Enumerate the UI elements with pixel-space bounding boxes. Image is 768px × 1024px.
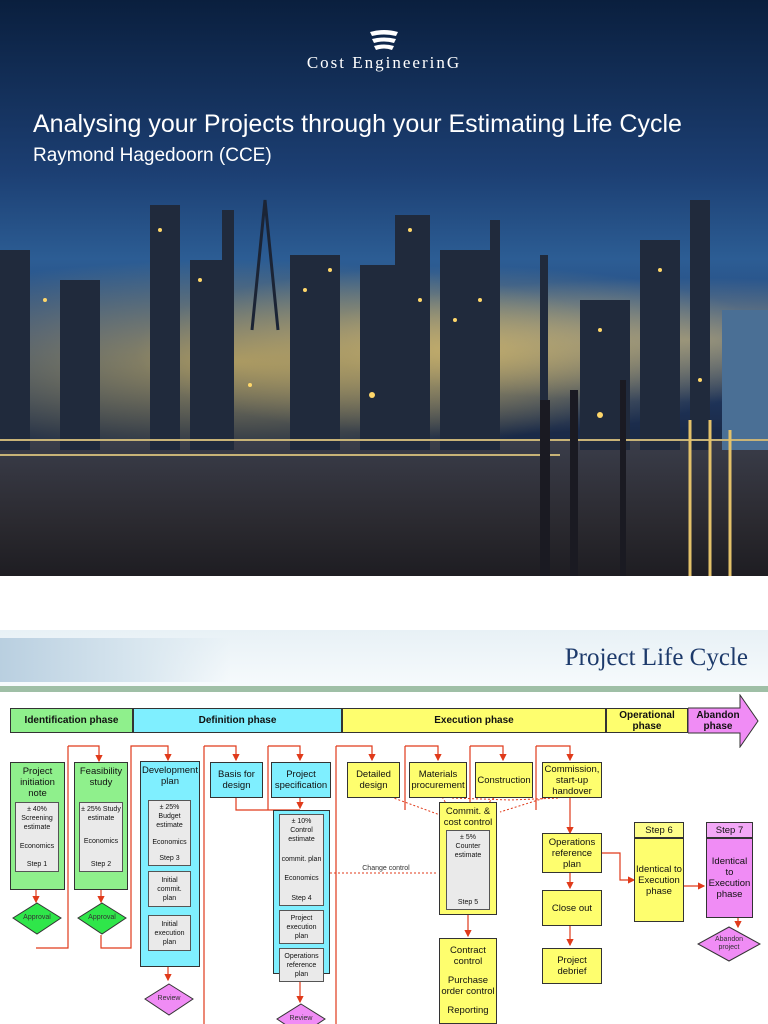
study-estimate: ± 25% Study estimate Economics Step 2 (79, 802, 123, 872)
project-life-cycle-slide: Project Life Cycle (0, 630, 768, 1024)
step-label: Step 1 (26, 861, 48, 868)
box-title: Commission, start-up handover (544, 763, 600, 797)
estimate-label: ± 10% Control estimate (288, 818, 315, 843)
reporting-label: Reporting (447, 1005, 489, 1016)
review-diamond-2 (276, 1003, 326, 1024)
abandon-box: Identical to Execution phase (706, 838, 753, 918)
cost-engineering-logo-icon (370, 30, 398, 50)
header-photo (0, 638, 230, 682)
phase-identification: Identification phase (10, 708, 133, 733)
basis-for-design-box: Basis for design (210, 762, 263, 798)
box-title: Feasibility study (79, 766, 123, 788)
slide-title: Analysing your Projects through your Est… (33, 110, 682, 138)
detailed-design-box: Detailed design (347, 762, 400, 798)
step-label: Step 3 (159, 855, 180, 862)
operations-reference-plan-box: Operations reference plan (542, 833, 602, 873)
operations-reference-plan-def: Operations reference plan (279, 948, 324, 982)
economics-label: Economics (19, 842, 55, 850)
contract-title: Contract control (450, 945, 486, 967)
estimate-label: ± 25% Study estimate (81, 806, 121, 822)
materials-procurement-box: Materials procurement (409, 762, 467, 798)
approval-diamond-2 (77, 902, 127, 935)
project-execution-plan: Project execution plan (279, 910, 324, 944)
phase-definition: Definition phase (133, 708, 342, 733)
box-title: Construction (477, 774, 531, 786)
refinery-ground (0, 440, 768, 576)
phase-abandon-arrow-icon (688, 694, 759, 748)
estimate-label: ± 5% Counter estimate (454, 834, 482, 859)
change-control-label: Change control (362, 865, 410, 872)
review-label-1: Review (157, 995, 181, 1002)
commission-box: Commission, start-up handover (542, 762, 602, 798)
estimate-label: ± 25% Budget estimate (156, 804, 183, 829)
commit-plan-label: commit. plan (281, 855, 322, 863)
step7-label-box: Step 7 (706, 822, 753, 838)
box-title: Detailed design (356, 769, 391, 791)
economics-label: Economics (152, 838, 187, 846)
purchase-order-label: Purchase order control (441, 975, 495, 997)
logo-text: Cost EngineerinG (306, 53, 462, 72)
approval-label-2: Approval (88, 914, 116, 921)
project-debrief-box: Project debrief (542, 948, 602, 984)
approval-diamond-1 (12, 902, 62, 935)
phase-operational: Operational phase (606, 708, 688, 733)
refinery-illustration (0, 199, 768, 576)
phase-execution: Execution phase (342, 708, 606, 733)
economics-label: Economics (83, 838, 119, 845)
control-estimate: ± 10% Control estimate commit. plan Econ… (279, 814, 324, 906)
box-title: Development plan (142, 765, 198, 787)
box-title: Project specification (274, 769, 328, 791)
estimate-label: ± 40% Screening estimate (21, 806, 53, 831)
box-title: Basis for design (218, 769, 255, 791)
phase-abandon: Abandon phase (696, 709, 740, 732)
operational-box: Identical to Execution phase (634, 838, 684, 922)
box-title: Materials procurement (411, 769, 465, 791)
box-title: Commit. & cost control (443, 806, 493, 828)
construction-box: Construction (475, 762, 533, 798)
counter-estimate: ± 5% Counter estimate Step 5 (446, 830, 490, 910)
abandon-project-label: Abandon project (714, 936, 744, 951)
box-title: Operations reference plan (548, 836, 596, 870)
box-text: Identical to Execution phase (708, 856, 751, 900)
box-title: Project debrief (557, 955, 587, 977)
step-label: Step 6 (645, 824, 673, 836)
box-text: Identical to Execution phase (636, 863, 682, 897)
title-slide: Cost EngineerinG Analysing your Projects… (0, 0, 768, 576)
project-specification-box: Project specification (271, 762, 331, 798)
initial-commit-plan: Initial commit. plan (148, 871, 191, 907)
step6-label-box: Step 6 (634, 822, 684, 838)
abandon-project-diamond (697, 926, 761, 962)
review-label-2: Review (289, 1015, 313, 1022)
slide-title: Project Life Cycle (564, 644, 748, 671)
header-rule (0, 686, 768, 692)
economics-label: Economics (284, 875, 319, 883)
presenter-name: Raymond Hagedoorn (CCE) (33, 145, 272, 166)
step-label: Step 2 (90, 861, 112, 868)
step-label: Step 7 (715, 824, 744, 836)
step-label: Step 5 (457, 899, 479, 906)
review-diamond-1 (144, 983, 194, 1016)
budget-estimate: ± 25% Budget estimate Economics Step 3 (148, 800, 191, 866)
screening-estimate: ± 40% Screening estimate Economics Step … (15, 802, 59, 872)
step-label: Step 4 (291, 894, 312, 902)
box-title: Close out (551, 902, 593, 914)
box-title: Project initiation note (20, 766, 55, 799)
initial-execution-plan: Initial execution plan (148, 915, 191, 951)
contract-control-box: Contract control Purchase order control … (439, 938, 497, 1024)
approval-label-1: Approval (23, 914, 51, 921)
close-out-box: Close out (542, 890, 602, 926)
